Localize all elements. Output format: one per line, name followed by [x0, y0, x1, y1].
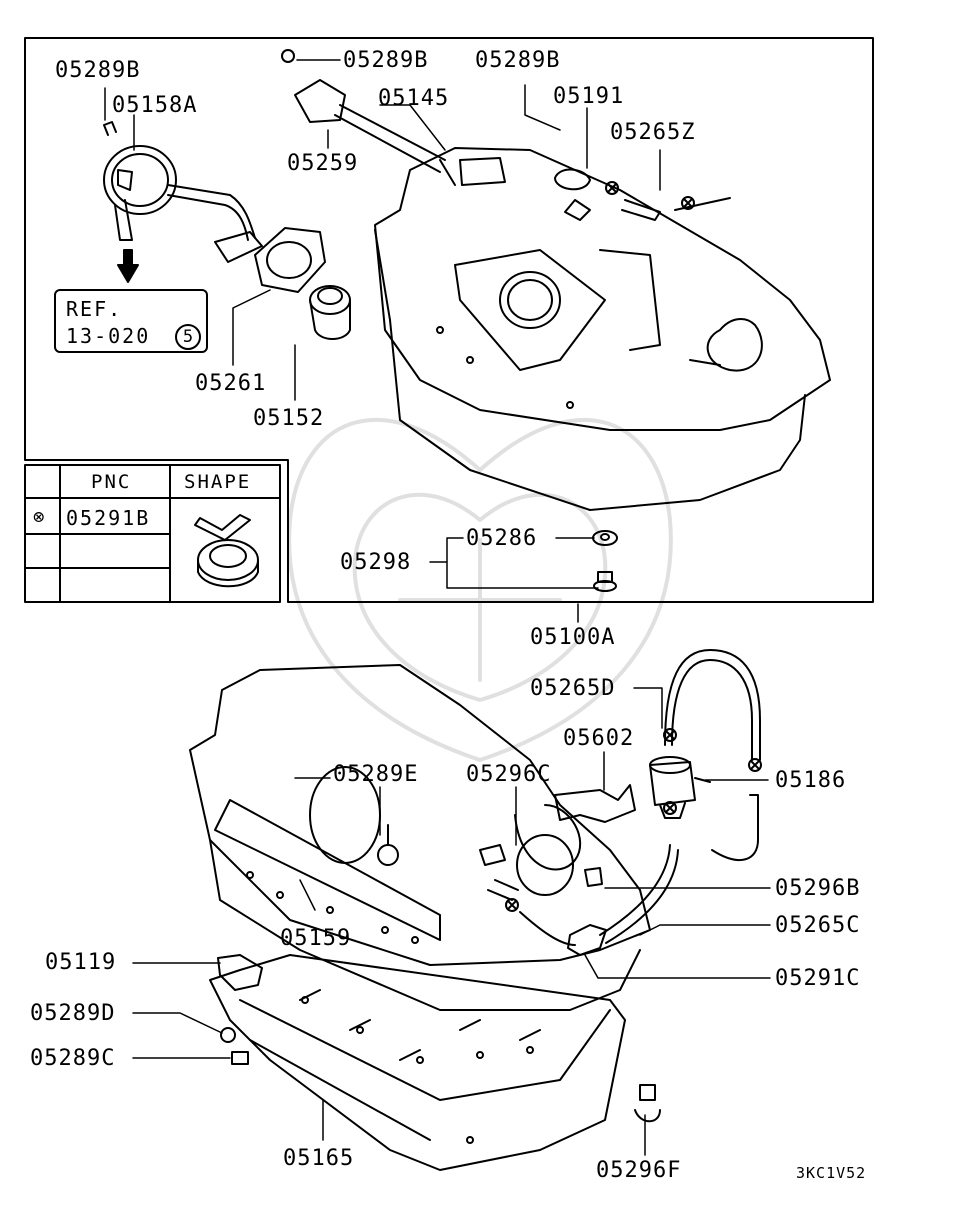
legend-table	[24, 464, 281, 603]
label-05158A: 05158A	[112, 93, 198, 118]
label-05296F: 05296F	[596, 1158, 682, 1183]
upper-fuel-tank	[374, 147, 831, 511]
label-05602: 05602	[563, 726, 635, 751]
label-05265D: 05265D	[530, 676, 616, 701]
label-05289B-c: 05289B	[475, 48, 561, 73]
lower-fuel-tank	[189, 664, 651, 1011]
bracket-05119	[217, 954, 263, 1065]
label-05100A: 05100A	[530, 625, 616, 650]
gasket-05261	[254, 227, 326, 293]
label-05291C: 05291C	[775, 966, 861, 991]
label-05289E: 05289E	[333, 762, 419, 787]
label-05298: 05298	[340, 550, 412, 575]
legend-row-pnc: 05291B	[66, 506, 151, 530]
fuel-pump-unit	[103, 121, 263, 263]
label-05259: 05259	[287, 151, 359, 176]
label-05119: 05119	[45, 950, 117, 975]
label-05289B-a: 05289B	[55, 58, 141, 83]
sender-unit	[281, 49, 456, 186]
label-05261: 05261	[195, 371, 267, 396]
label-05265Z: 05265Z	[610, 120, 696, 145]
reference-line2: 13-020	[66, 324, 151, 348]
reference-circled-number: 5	[175, 324, 201, 350]
leader-lines-upper	[104, 59, 661, 623]
legend-symbol: ⊗	[33, 506, 47, 528]
watermark-emblem	[287, 417, 673, 762]
skid-plate	[209, 954, 626, 1171]
fuel-filter-05186	[599, 649, 762, 944]
label-05186: 05186	[775, 768, 847, 793]
filter-05152	[309, 285, 351, 340]
label-05286: 05286	[466, 526, 538, 551]
label-05296B: 05296B	[775, 876, 861, 901]
label-05159: 05159	[280, 926, 352, 951]
label-05265C: 05265C	[775, 913, 861, 938]
label-05145: 05145	[378, 86, 450, 111]
label-05296C: 05296C	[466, 762, 552, 787]
label-05289D: 05289D	[30, 1001, 116, 1026]
clamp-and-bracket	[479, 784, 661, 1123]
label-05191: 05191	[553, 84, 625, 109]
leader-lines-lower	[132, 687, 771, 1156]
label-05152: 05152	[253, 406, 325, 431]
label-05165: 05165	[283, 1146, 355, 1171]
legend: PNC SHAPE ⊗ 05291B	[25, 465, 280, 602]
hose-clamp-shape	[194, 514, 259, 588]
reference-box: REF. 13-020 5	[54, 289, 208, 353]
upper-frame	[24, 37, 874, 603]
legend-header-shape: SHAPE	[184, 471, 252, 493]
diagram-code: 3KC1V52	[796, 1164, 867, 1182]
legend-header-pnc: PNC	[91, 471, 132, 493]
ref-arrow	[117, 249, 139, 283]
reference-line1: REF.	[66, 297, 123, 321]
label-05289C: 05289C	[30, 1046, 116, 1071]
label-05289B-b: 05289B	[343, 48, 429, 73]
